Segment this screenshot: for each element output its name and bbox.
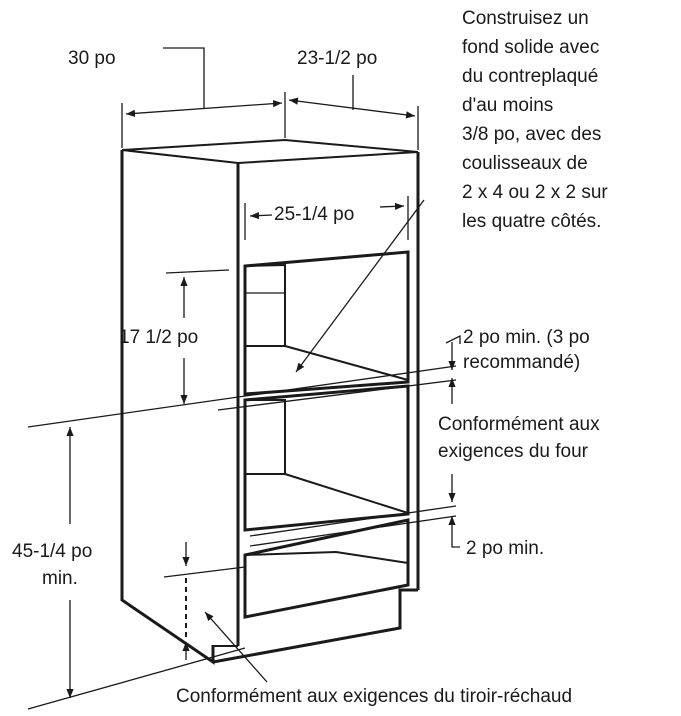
note-line-2: fond solide avec [462, 37, 599, 58]
dimension-width: 30 po [68, 47, 286, 148]
dimension-gap-bottom: 2 po min. [448, 474, 544, 559]
note-line-6: coulisseaux de [462, 153, 588, 174]
depth-arrow [288, 97, 416, 119]
middle-floor-edge [284, 473, 409, 514]
note-line-5: 3/8 po, avec des [462, 124, 601, 145]
note-line-4: d'au moins [462, 95, 553, 116]
cabinet-left-side [120, 150, 215, 665]
datum-line-middle [249, 505, 457, 537]
dimension-upper-height: 17 1/2 po [119, 269, 230, 404]
middle-cutout-frame [243, 384, 410, 532]
oven-requirement-note: Conformément aux exigences du four [438, 414, 600, 462]
datum-line-floor [27, 647, 246, 710]
note-line-8: les quatre côtés. [462, 211, 601, 232]
toe-kick [212, 588, 418, 664]
datum-line-upper-2 [217, 379, 457, 411]
drawer-cutout-frame [243, 518, 410, 619]
datum-line-upper [27, 365, 457, 428]
dimension-inner-width: 25-1/4 po [244, 196, 409, 240]
note-line-3: du contreplaqué [462, 66, 598, 87]
cutout-back-left [244, 263, 286, 347]
cabinet-outline [120, 138, 420, 665]
cutout-floor-edge [284, 345, 409, 381]
width-leader [163, 47, 205, 108]
dimension-gap-top: 2 po min. (3 po recommandé) [445, 327, 590, 404]
gap-top-label-1: 2 po min. (3 po [463, 327, 590, 348]
middle-back-left [245, 399, 286, 475]
drawer-leader-arrow [204, 611, 268, 683]
oven-req-label-1: Conformément aux [438, 414, 600, 435]
inner-arrow-right [379, 202, 405, 210]
datum-line-middle-2 [249, 515, 457, 547]
datum-line-drawer [163, 566, 246, 578]
drawer-req-label: Conformément aux exigences du tiroir-réc… [176, 686, 572, 707]
note-line-7: 2 x 4 ou 2 x 2 sur [462, 182, 608, 203]
inner-width-label: 25-1/4 po [274, 204, 354, 225]
width-label: 30 po [68, 48, 116, 69]
width-arrow [125, 100, 283, 117]
gap-top-leader [445, 334, 461, 344]
dimension-depth: 23-1/2 po [288, 48, 419, 150]
gap-top-label-2: recommandé) [463, 352, 580, 373]
lower-height-label-2: min. [42, 568, 78, 589]
base-construction-note: Construisez un fond solide avec du contr… [462, 8, 608, 232]
drawer-cutout [243, 518, 410, 619]
oven-cutout-frame [243, 250, 410, 396]
middle-cutout [243, 384, 410, 532]
cabinet-top [121, 138, 419, 165]
upper-height-label: 17 1/2 po [119, 327, 198, 348]
oven-cutout [243, 250, 410, 396]
gap-bottom-leader [451, 538, 460, 548]
oven-req-label-2: exigences du four [438, 441, 589, 462]
note-line-1: Construisez un [462, 8, 589, 29]
note-leader-arrow [295, 199, 425, 373]
lower-height-label-1: 45-1/4 po [12, 541, 92, 562]
drawer-back-edge [244, 550, 409, 564]
upper-ext-top [165, 269, 230, 274]
dimension-lower-height: 45-1/4 po min. [12, 427, 92, 698]
gap-bottom-label: 2 po min. [466, 538, 544, 559]
depth-label: 23-1/2 po [297, 48, 377, 69]
inner-arrow-left [249, 211, 273, 220]
